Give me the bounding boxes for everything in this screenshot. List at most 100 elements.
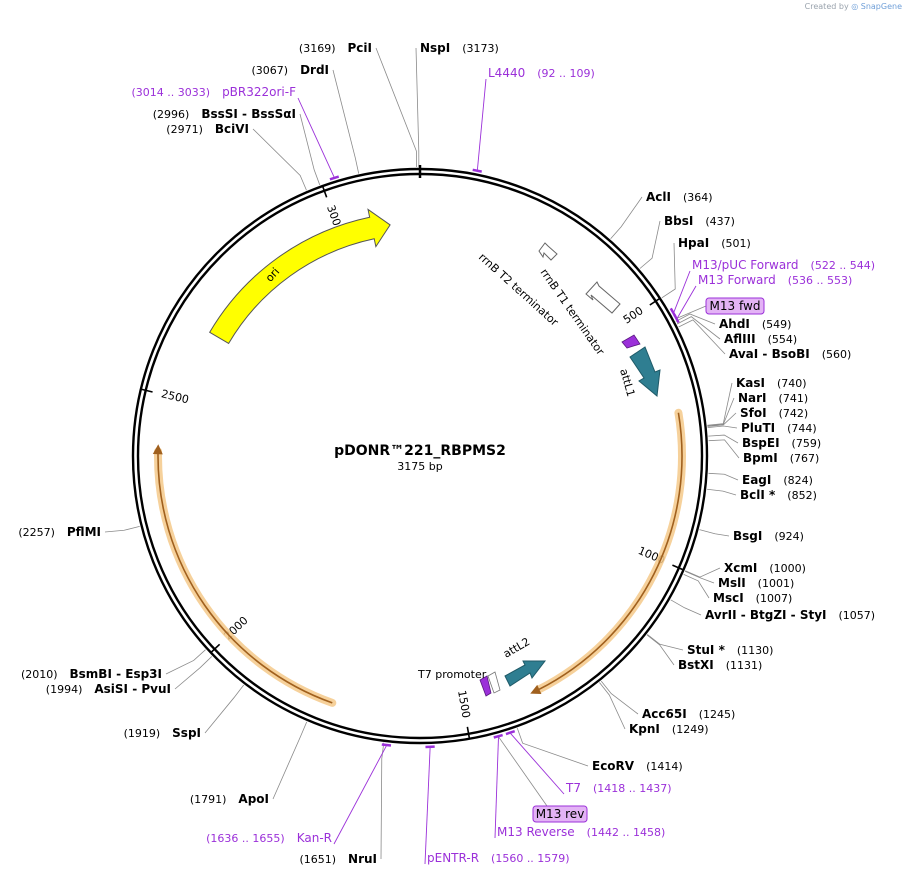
enzyme-label: BpmI (767) xyxy=(743,451,819,465)
enzyme-leader-line xyxy=(707,425,738,429)
primer-leader-line xyxy=(673,270,691,313)
enzyme-label: KasI(740) xyxy=(736,376,807,390)
primer-leader-line xyxy=(494,737,499,839)
primer-leader-line xyxy=(297,97,335,178)
primer-mark xyxy=(329,175,340,181)
enzyme-leader-line xyxy=(683,574,710,599)
boxed-label-text: M13 rev xyxy=(536,807,585,821)
enzyme-leader-line xyxy=(707,412,737,427)
primer-label: L4440(92 .. 109) xyxy=(488,66,595,80)
enzyme-name: BclI * xyxy=(740,488,776,502)
enzyme-position: (1130) xyxy=(737,644,774,657)
enzyme-position: (549) xyxy=(762,318,792,331)
enzyme-name: BpmI xyxy=(743,451,778,465)
primer-leader-line xyxy=(476,78,487,170)
enzyme-position: (3169) xyxy=(299,42,336,55)
enzyme-name: HpaI xyxy=(678,236,709,250)
enzyme-label: BstXI(1131) xyxy=(678,658,762,672)
enzyme-label: MslI(1001) xyxy=(718,576,794,590)
enzyme-position: (1791) xyxy=(190,793,227,806)
primer-position: (1442 .. 1458) xyxy=(587,826,666,839)
primer-mark xyxy=(505,729,516,736)
enzyme-name: EagI xyxy=(742,473,771,487)
primer-mark xyxy=(381,743,392,747)
enzyme-name: PciI xyxy=(348,41,373,55)
enzyme-name: AflIII xyxy=(724,332,756,346)
primer-position: (92 .. 109) xyxy=(537,67,595,80)
enzyme-label: AvaI - BsoBI(560) xyxy=(729,347,851,361)
enzyme-leader-line xyxy=(610,196,643,240)
enzyme-label: (1791)ApoI xyxy=(190,792,269,806)
plasmid-length: 3175 bp xyxy=(397,460,442,473)
enzyme-label: (2257)PflMI xyxy=(18,525,101,539)
enzyme-name: StuI * xyxy=(687,643,726,657)
enzyme-name: Acc65I xyxy=(642,707,687,721)
enzyme-name: BciVI xyxy=(215,122,249,136)
enzyme-name: BbsI xyxy=(664,214,693,228)
enzyme-leader-line xyxy=(380,742,385,860)
enzyme-position: (364) xyxy=(683,191,713,204)
enzyme-name: BspEI xyxy=(742,436,780,450)
primer-name: M13 Reverse xyxy=(497,825,575,839)
primer-position: (536 .. 553) xyxy=(788,274,853,287)
rrnb-t2-label: rrnB T2 terminator xyxy=(476,251,561,329)
enzyme-label: BspEI(759) xyxy=(742,436,821,450)
enzyme-label: (3169) PciI xyxy=(299,41,372,55)
enzyme-label: (2996)BssSI - BssSαI xyxy=(153,107,296,121)
enzyme-position: (501) xyxy=(721,237,751,250)
enzyme-position: (1007) xyxy=(756,592,793,605)
enzyme-label: EcoRV(1414) xyxy=(592,759,683,773)
enzyme-leader-line xyxy=(600,680,639,715)
enzyme-position: (1001) xyxy=(758,577,795,590)
rrnb-t1-arrow xyxy=(585,281,621,314)
enzyme-position: (740) xyxy=(777,377,807,390)
enzyme-name: PluTI xyxy=(741,421,775,435)
enzyme-position: (2971) xyxy=(166,123,203,136)
primer-mark xyxy=(493,733,503,739)
enzyme-name: XcmI xyxy=(724,561,757,575)
primer-marks xyxy=(329,168,680,749)
enzyme-leader-line xyxy=(415,47,420,168)
tick-mark xyxy=(322,186,328,198)
enzyme-label: PluTI (744) xyxy=(741,421,817,435)
enzyme-name: AhdI xyxy=(719,317,750,331)
enzyme-label: XcmI(1000) xyxy=(724,561,806,575)
enzyme-label: StuI * (1130) xyxy=(687,643,773,657)
enzyme-position: (741) xyxy=(779,392,809,405)
enzyme-name: KpnI xyxy=(629,722,660,736)
primer-position: (3014 .. 3033) xyxy=(132,86,211,99)
orf-arrowhead xyxy=(530,684,542,694)
enzyme-label: NarI(741) xyxy=(738,391,808,405)
enzyme-leader-line xyxy=(647,634,684,651)
enzyme-leader-line xyxy=(661,242,676,299)
enzyme-leader-line xyxy=(165,649,206,675)
enzyme-leader-line xyxy=(699,529,730,537)
enzyme-label: SfoI(742) xyxy=(740,406,808,420)
orf-glow xyxy=(534,408,686,694)
ori-arrow xyxy=(209,208,391,345)
primer-label: M13/pUC Forward(522 .. 544) xyxy=(692,258,875,272)
enzyme-position: (3173) xyxy=(462,42,499,55)
enzyme-position: (744) xyxy=(787,422,817,435)
primer-leader-line xyxy=(676,285,697,319)
primer-leader-line xyxy=(424,747,431,865)
enzyme-position: (1651) xyxy=(299,853,336,866)
enzyme-position: (1994) xyxy=(46,683,83,696)
primer-name: T7 xyxy=(565,781,581,795)
enzyme-label: HpaI (501) xyxy=(678,236,751,250)
enzyme-position: (554) xyxy=(768,333,798,346)
enzyme-name: AvrII - BtgZI - StyI xyxy=(705,608,827,622)
orf-arc xyxy=(157,451,333,704)
primer-name: pENTR-R xyxy=(427,851,479,865)
boxed-label-leader xyxy=(497,736,548,807)
enzyme-position: (767) xyxy=(790,452,820,465)
enzyme-label: BsgI(924) xyxy=(733,529,804,543)
tick-mark xyxy=(466,726,471,738)
primer-position: (1560 .. 1579) xyxy=(491,852,570,865)
t7-promoter-label: T7 promoter xyxy=(417,668,487,681)
tick-mark xyxy=(141,388,153,393)
enzyme-label: (2971) BciVI xyxy=(166,122,249,136)
enzyme-leader-line xyxy=(204,684,245,734)
enzyme-name: SfoI xyxy=(740,406,767,420)
